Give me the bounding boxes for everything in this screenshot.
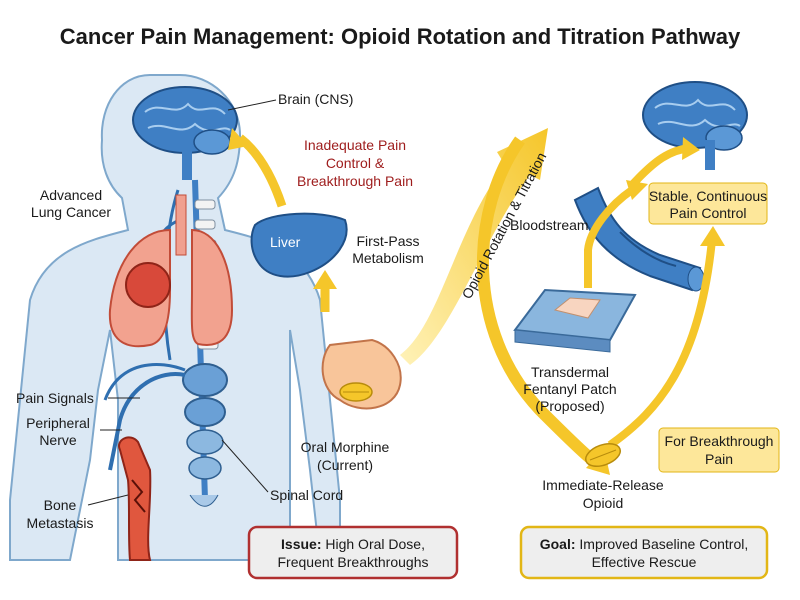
morphine-pill-icon [339,382,373,402]
bone-metastasis-label-2: Metastasis [27,515,94,531]
oral-morphine-label-1: Oral Morphine [301,439,390,455]
brain-left [132,86,238,180]
bone-metastasis-label-1: Bone [44,497,77,513]
stable-control-box [648,182,768,225]
inadequate-label-1: Inadequate Pain [304,137,406,153]
patch-label-2: Fentanyl Patch [523,381,616,397]
first-pass-label-2: Metabolism [352,250,424,266]
first-pass-label-1: First-Pass [357,233,420,249]
issue-line-1: Issue: High Oral Dose, [281,536,425,552]
peripheral-nerve-label-2: Nerve [39,432,77,448]
ir-opioid-pill-icon [584,443,622,467]
bloodstream-label: Bloodstream [510,217,589,233]
issue-box: Issue: High Oral Dose, Frequent Breakthr… [247,525,459,580]
stable-label-1: Stable, Continuous [649,188,767,204]
inadequate-label-2: Control & [326,155,385,171]
issue-line-2: Frequent Breakthroughs [278,554,429,570]
spinal-cord-label: Spinal Cord [270,487,343,503]
lung-cancer-label-2: Lung Cancer [31,204,112,220]
goal-line-2: Effective Rescue [592,554,697,570]
patch-label-3: (Proposed) [535,398,604,414]
ir-opioid-label-2: Opioid [583,495,623,511]
breakthrough-label-2: Pain [705,451,733,467]
lung-cancer-label-1: Advanced [40,187,102,203]
patch-label-1: Transdermal [531,364,609,380]
arrow-blood-to-brain [629,144,691,188]
inadequate-label-3: Breakthrough Pain [297,173,413,189]
oral-morphine-label-2: (Current) [317,457,373,473]
bone-femur [118,436,152,561]
peripheral-nerve-label-1: Peripheral [26,415,90,431]
ir-opioid-label-1: Immediate-Release [542,477,664,493]
lungs [108,194,234,348]
pain-signals-label: Pain Signals [16,390,94,406]
arrow-patch-to-blood [584,186,635,288]
goal-box: Goal: Improved Baseline Control, Effecti… [519,525,769,580]
page-title: Cancer Pain Management: Opioid Rotation … [60,24,741,49]
liver-label: Liver [270,234,301,250]
arrow-rescue-to-control [607,239,716,449]
brain-right [642,81,748,170]
curved-arrow-brain [237,134,287,208]
liver-organ [250,212,348,278]
goal-line-1: Goal: Improved Baseline Control, [540,536,749,552]
lung-tumor [125,262,171,308]
stable-label-2: Pain Control [669,205,746,221]
breakthrough-box [658,427,780,473]
bone-fracture [131,479,146,513]
breakthrough-label-1: For Breakthrough [665,433,774,449]
fentanyl-patch-icon [513,288,637,353]
brain-label: Brain (CNS) [278,91,353,107]
